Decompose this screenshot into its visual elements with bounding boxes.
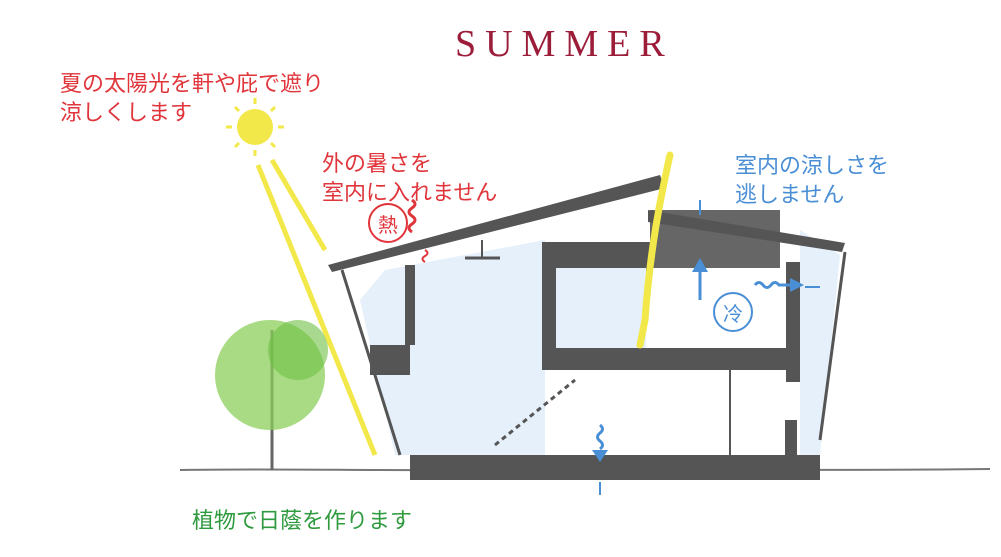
floor-arrow	[596, 423, 604, 451]
tree-canopy-2	[268, 320, 328, 380]
cool-caption-line-2: 逃しません	[735, 183, 845, 208]
interior-fill	[360, 230, 840, 455]
clerestory-block	[542, 242, 652, 272]
sun-rays	[226, 98, 284, 156]
cool-arrowhead-right	[790, 278, 804, 292]
stairs	[494, 378, 576, 447]
right-wall	[818, 251, 847, 441]
ground-slab	[410, 455, 820, 480]
cool-caption-line-1: 室内の涼しさを	[735, 154, 890, 179]
diagram-title: SUMMER	[455, 23, 674, 65]
ventilation-flow	[636, 151, 674, 349]
heat-caption-line-2: 室内に入れません	[322, 181, 498, 206]
sun-caption-line-1: 夏の太陽光を軒や庇で遮り	[60, 72, 325, 97]
right-lower-wall	[785, 420, 797, 460]
heat-arrow-2	[421, 249, 429, 263]
cool-caption: 室内の涼しさを 逃しません	[735, 152, 889, 210]
sun-beam-1	[255, 164, 378, 456]
tree-caption: 植物で日蔭を作ります	[192, 509, 413, 534]
heat-caption: 外の暑さを 室内に入れません	[322, 150, 497, 208]
left-window-sill	[370, 345, 410, 375]
heat-badge: 熱	[368, 203, 408, 243]
sun-beam-2	[269, 158, 328, 252]
left-window-post	[405, 265, 415, 345]
roof-left	[328, 175, 665, 272]
floor-arrowhead	[592, 450, 608, 462]
upper-right-wall	[786, 262, 800, 382]
heat-arrow	[407, 198, 417, 234]
cool-badge: 冷	[713, 292, 753, 332]
sun-icon	[237, 109, 273, 145]
sun-caption-line-2: 涼しくします	[60, 101, 193, 126]
heat-caption-line-1: 外の暑さを	[322, 152, 433, 177]
upper-room-inner	[556, 268, 646, 348]
cool-arrowhead-up	[692, 258, 708, 272]
cool-arrow-right	[753, 281, 790, 289]
mid-floor-slab	[542, 348, 792, 370]
upper-room-frame	[542, 242, 556, 367]
sun-caption: 夏の太陽光を軒や庇で遮り 涼しくします	[60, 70, 324, 128]
right-roof-block	[650, 210, 780, 268]
